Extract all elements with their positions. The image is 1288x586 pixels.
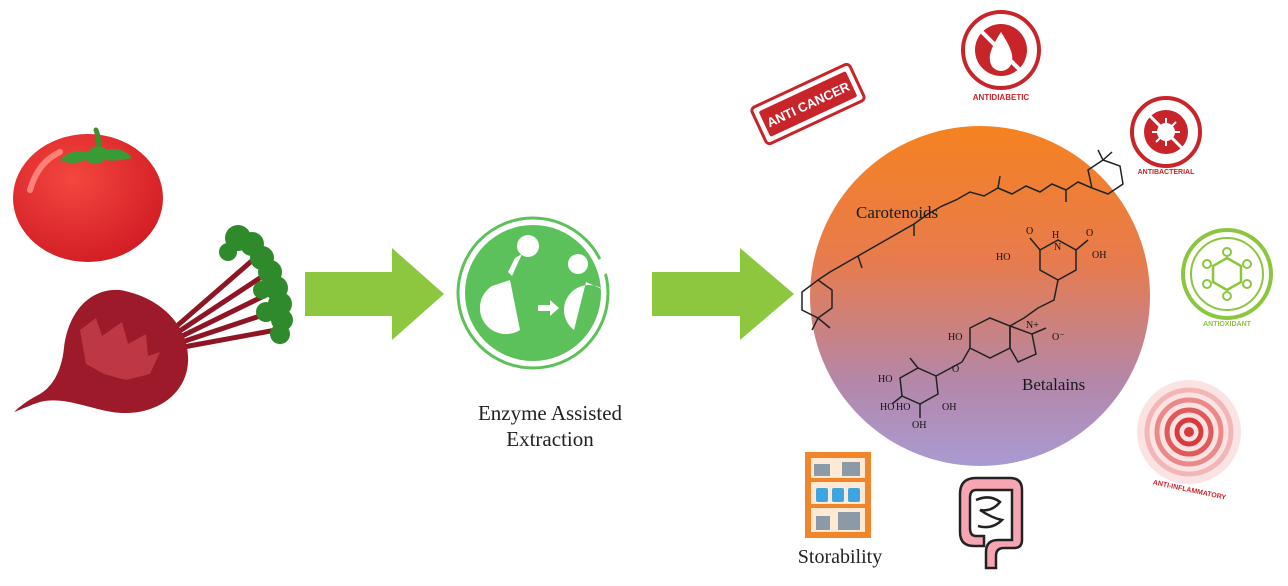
betalain-atom-nh: H xyxy=(1052,230,1059,241)
storability-label: Storability xyxy=(797,546,883,568)
betalain-atom-n-plus: N+ xyxy=(1026,320,1039,331)
tomato-icon xyxy=(13,127,163,262)
process-arrow-2 xyxy=(652,248,794,340)
enzyme-label-line-2: Extraction xyxy=(506,427,594,451)
antibacterial-badge xyxy=(1130,96,1202,168)
beetroot-icon xyxy=(14,225,293,414)
betalain-atom-o-1: O xyxy=(1026,226,1033,237)
betalain-atom-oh-2: OH xyxy=(1092,250,1106,261)
enzyme-assisted-extraction-label: Enzyme Assisted Extraction xyxy=(440,400,660,452)
carotenoids-label: Carotenoids xyxy=(856,203,939,222)
antioxidant-badge xyxy=(1181,228,1273,320)
pigment-circle xyxy=(810,126,1150,466)
carotenoid-structure xyxy=(801,149,1124,331)
betalain-atom-ho-6: HO xyxy=(896,402,910,413)
betalain-atom-o-2: O xyxy=(1086,228,1093,239)
betalain-atom-oh-7: OH xyxy=(942,402,956,413)
betalain-structure xyxy=(891,237,1089,418)
betalain-atom-ho-3: HO xyxy=(948,332,962,343)
enzyme-icon xyxy=(456,216,612,370)
intestine-icon xyxy=(958,476,1024,570)
enzyme-label-line-1: Enzyme Assisted xyxy=(477,401,623,425)
betalain-atom-o-minus: O⁻ xyxy=(1052,332,1065,343)
betalain-atom-o-3: O xyxy=(952,364,959,375)
betalain-atom-oh-1: HO xyxy=(996,252,1010,263)
antioxidant-label: ANTIOXIDANT xyxy=(1203,321,1252,328)
antibacterial-label: ANTIBACTERIAL xyxy=(1138,169,1195,176)
betalain-atom-ho-4: HO xyxy=(878,374,892,385)
storage-shelf-icon xyxy=(805,452,871,538)
process-arrow-1 xyxy=(305,248,444,340)
antidiabetic-badge xyxy=(961,10,1041,90)
betalains-label: Betalains xyxy=(1022,375,1086,394)
betalain-atom-oh-8: OH xyxy=(912,420,926,431)
anti-inflammatory-badge xyxy=(1137,380,1241,484)
betalain-atom-n: N xyxy=(1054,242,1061,253)
betalain-atom-ho-5: HO xyxy=(880,402,894,413)
anti-cancer-badge xyxy=(750,62,866,146)
antidiabetic-label: ANTIDIABETIC xyxy=(973,93,1030,102)
